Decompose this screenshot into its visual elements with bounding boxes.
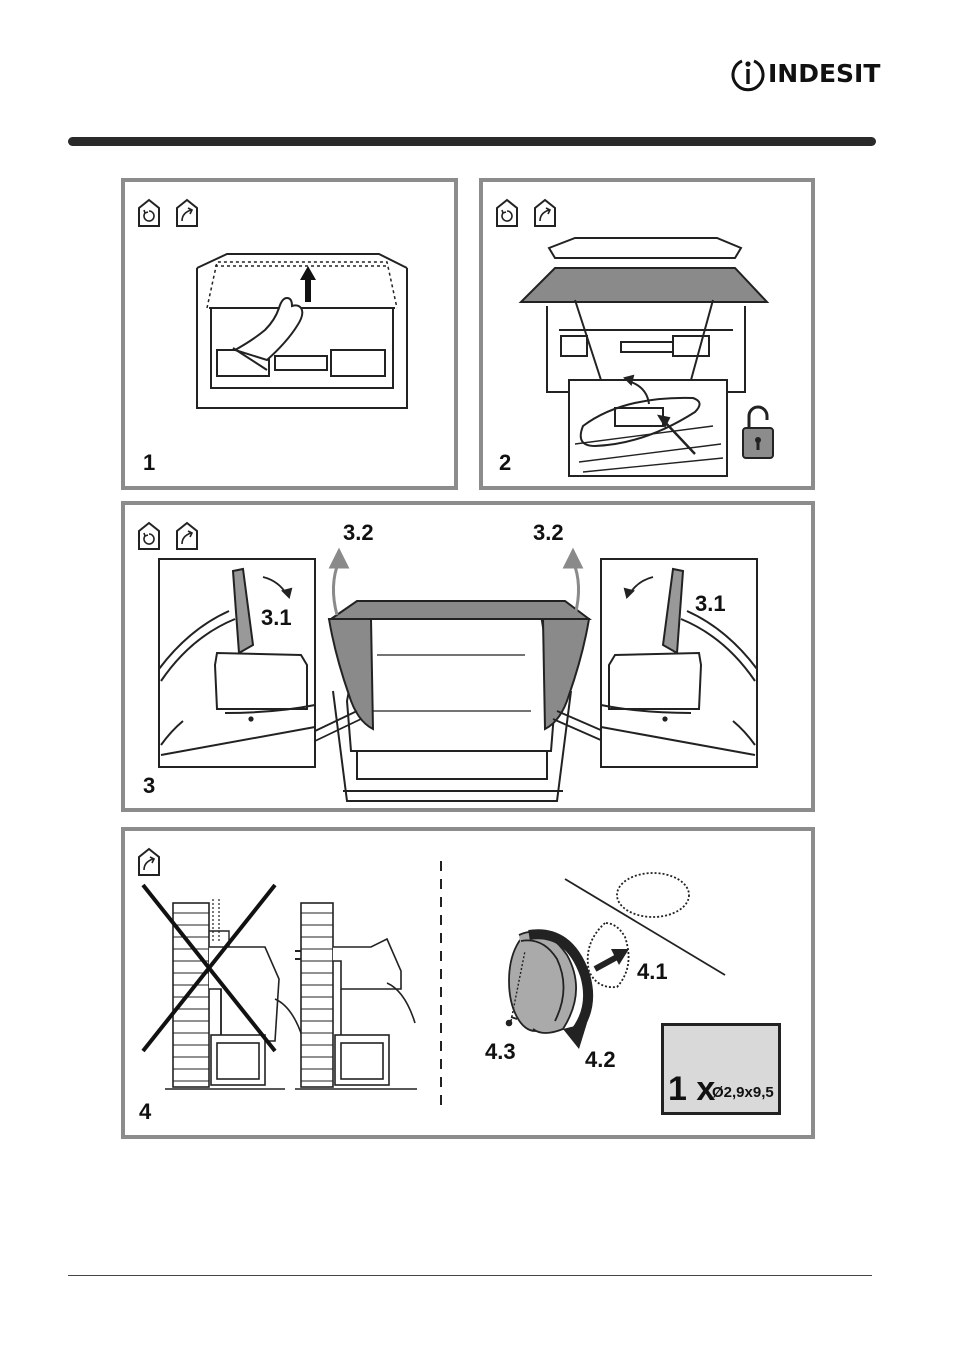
callout-3-1-right: 3.1 — [695, 591, 726, 617]
panel-step-1: 1 — [121, 178, 458, 490]
brand-name: INDESIT — [768, 59, 880, 88]
hood-canopy-raised — [521, 268, 767, 302]
right-latch-detail — [601, 559, 757, 767]
rotation-arrow-head — [563, 1023, 587, 1049]
callout-4-2: 4.2 — [585, 1047, 616, 1073]
hood-top-panel — [331, 601, 589, 619]
callout-3-2-left: 3.2 — [343, 520, 374, 546]
footer-rule — [68, 1275, 872, 1276]
extraction-house-icon — [535, 200, 555, 226]
wrong-installation-drawing — [165, 897, 303, 1089]
hood-side-flap-right — [543, 619, 589, 729]
brand-logo: INDESIT — [730, 55, 875, 97]
extraction-house-icon — [139, 849, 159, 875]
panel-step-4: 4.1 4.2 4.3 1 x Ø2,9x9,5 4 — [121, 827, 815, 1139]
step-number: 1 — [143, 450, 155, 476]
callout-4-3: 4.3 — [485, 1039, 516, 1065]
step-number: 4 — [139, 1099, 151, 1125]
callout-3-1-left: 3.1 — [261, 605, 292, 631]
step-3-illustration — [125, 505, 811, 808]
recirculation-house-icon — [497, 200, 517, 226]
screw-size: Ø2,9x9,5 — [712, 1084, 774, 1101]
padlock-open-icon — [743, 407, 773, 458]
recirculation-house-icon — [139, 200, 159, 226]
extraction-house-icon — [177, 200, 197, 226]
step-number: 3 — [143, 773, 155, 799]
lift-up-arrow — [300, 266, 316, 302]
left-latch-detail — [159, 559, 315, 767]
detail-magnifier — [569, 300, 727, 476]
brand-mark-icon — [730, 55, 770, 97]
correct-installation-drawing — [295, 903, 417, 1089]
recirculation-house-icon — [139, 523, 159, 549]
extraction-house-icon — [177, 523, 197, 549]
screw-spec-box: 1 x Ø2,9x9,5 — [661, 1023, 781, 1115]
lift-arrow-left — [331, 551, 347, 615]
insert-arrow — [595, 957, 617, 969]
screw-quantity: 1 x — [668, 1070, 715, 1109]
panel-step-3: 3.1 3.2 3.2 3.1 3 — [121, 501, 815, 812]
step-number: 2 — [499, 450, 511, 476]
step-2-illustration — [483, 182, 811, 486]
callout-4-1: 4.1 — [637, 959, 668, 985]
panel-step-2: 2 — [479, 178, 815, 490]
header-rule — [68, 137, 876, 146]
step-1-illustration — [125, 182, 454, 486]
callout-3-2-right: 3.2 — [533, 520, 564, 546]
hood-body-drawing — [547, 238, 745, 392]
